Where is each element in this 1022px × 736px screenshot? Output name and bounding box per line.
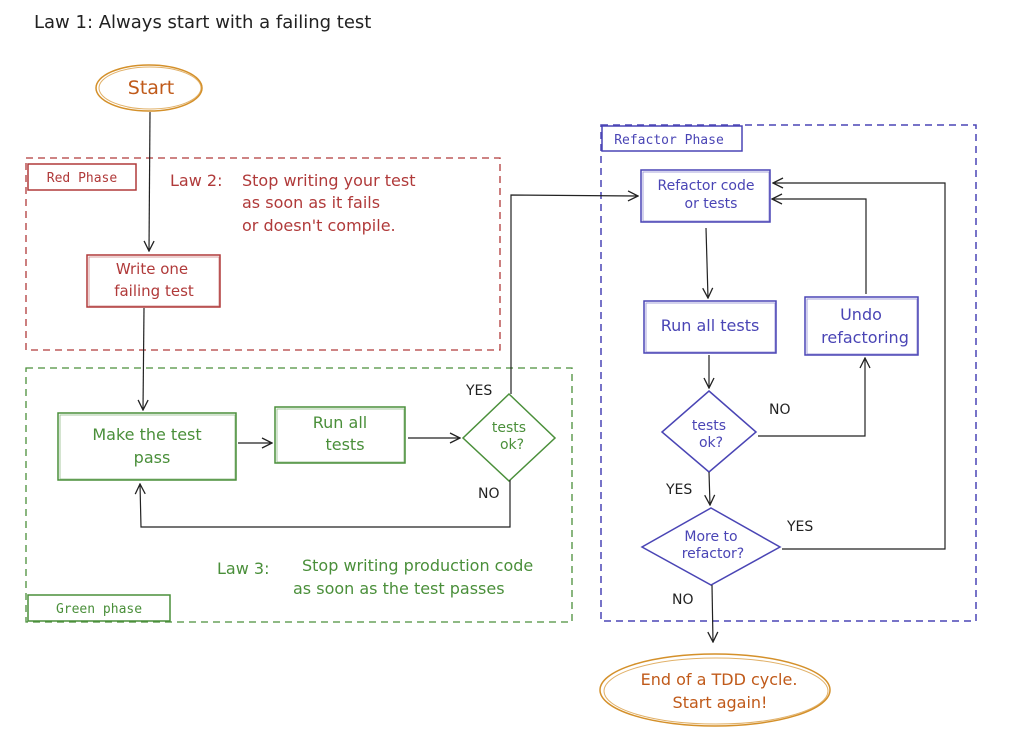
law2-label: Law 2: bbox=[170, 171, 222, 190]
green-decision-line-1: tests bbox=[492, 420, 526, 436]
undo-line-1: Undo bbox=[840, 305, 882, 324]
connectors bbox=[140, 111, 946, 642]
green-phase-region: Green phase Law 3: Stop writing producti… bbox=[25, 367, 573, 623]
green-run-tests-line-2: tests bbox=[325, 435, 364, 454]
arrow-write-to-make bbox=[143, 307, 144, 410]
green-yes-label: YES bbox=[465, 383, 492, 399]
arrow-decision1-to-decision2 bbox=[709, 471, 710, 505]
more-refactor-line-1: More to bbox=[684, 529, 737, 545]
green-phase-label: Green phase bbox=[56, 602, 142, 617]
make-test-pass-box: Make the test pass bbox=[57, 412, 237, 481]
refactor-line-1: Refactor code bbox=[658, 178, 755, 194]
green-run-tests-box: Run all tests bbox=[274, 406, 406, 464]
law3-line-2: as soon as the test passes bbox=[293, 579, 505, 598]
arrow-yes-to-refactor bbox=[510, 195, 638, 394]
law3-label: Law 3: bbox=[217, 559, 269, 578]
arrow-start-to-write bbox=[149, 111, 150, 251]
refactor-yes2-label: YES bbox=[786, 519, 813, 535]
green-no-label: NO bbox=[478, 486, 500, 502]
start-node: Start bbox=[95, 64, 203, 112]
make-pass-line-2: pass bbox=[134, 448, 171, 467]
refactor-decision-line-1: tests bbox=[692, 418, 726, 434]
refactor-yes1-label: YES bbox=[665, 482, 692, 498]
arrow-no-to-end bbox=[712, 584, 713, 642]
red-phase-region: Red Phase Law 2: Stop writing your test … bbox=[25, 157, 501, 351]
start-label: Start bbox=[128, 77, 174, 99]
refactor-code-box: Refactor code or tests bbox=[640, 169, 771, 223]
arrow-undo-to-refactor bbox=[772, 199, 867, 294]
refactor-phase-region: Refactor Phase bbox=[600, 124, 977, 622]
law2-line-2: as soon as it fails bbox=[242, 193, 380, 212]
refactor-run-tests-label: Run all tests bbox=[661, 316, 760, 335]
law2-line-1: Stop writing your test bbox=[242, 171, 415, 190]
law3-line-1: Stop writing production code bbox=[302, 556, 533, 575]
refactor-run-tests-box: Run all tests bbox=[643, 300, 777, 354]
more-refactor-line-2: refactor? bbox=[682, 546, 745, 562]
green-run-tests-line-1: Run all bbox=[313, 413, 367, 432]
more-to-refactor-diamond: More to refactor? bbox=[640, 507, 782, 586]
law2-line-3: or doesn't compile. bbox=[242, 216, 396, 235]
write-test-line-1: Write one bbox=[116, 260, 188, 278]
green-decision-line-2: ok? bbox=[500, 437, 524, 453]
page-title: Law 1: Always start with a failing test bbox=[34, 12, 371, 33]
undo-line-2: refactoring bbox=[821, 328, 909, 347]
red-phase-label: Red Phase bbox=[47, 171, 118, 186]
make-pass-line-1: Make the test bbox=[92, 425, 201, 444]
end-node: End of a TDD cycle. Start again! bbox=[599, 653, 831, 727]
undo-refactoring-box: Undo refactoring bbox=[804, 296, 919, 356]
green-decision-diamond: tests ok? bbox=[461, 392, 557, 483]
write-failing-test-box: Write one failing test bbox=[86, 254, 221, 308]
arrow-no-to-make bbox=[140, 480, 511, 528]
refactor-no2-label: NO bbox=[672, 592, 694, 608]
end-line-2: Start again! bbox=[673, 693, 768, 712]
refactor-no1-label: NO bbox=[769, 402, 791, 418]
arrow-refactor-to-run bbox=[706, 227, 708, 298]
refactor-decision-diamond: tests ok? bbox=[660, 390, 758, 473]
refactor-phase-label: Refactor Phase bbox=[614, 133, 724, 148]
arrow-no-to-undo bbox=[758, 358, 865, 437]
refactor-decision-line-2: ok? bbox=[699, 435, 723, 451]
end-line-1: End of a TDD cycle. bbox=[641, 670, 798, 689]
write-test-line-2: failing test bbox=[114, 282, 194, 300]
arrow-yes-to-refactor-loop bbox=[773, 183, 946, 550]
refactor-line-2: or tests bbox=[685, 196, 738, 212]
